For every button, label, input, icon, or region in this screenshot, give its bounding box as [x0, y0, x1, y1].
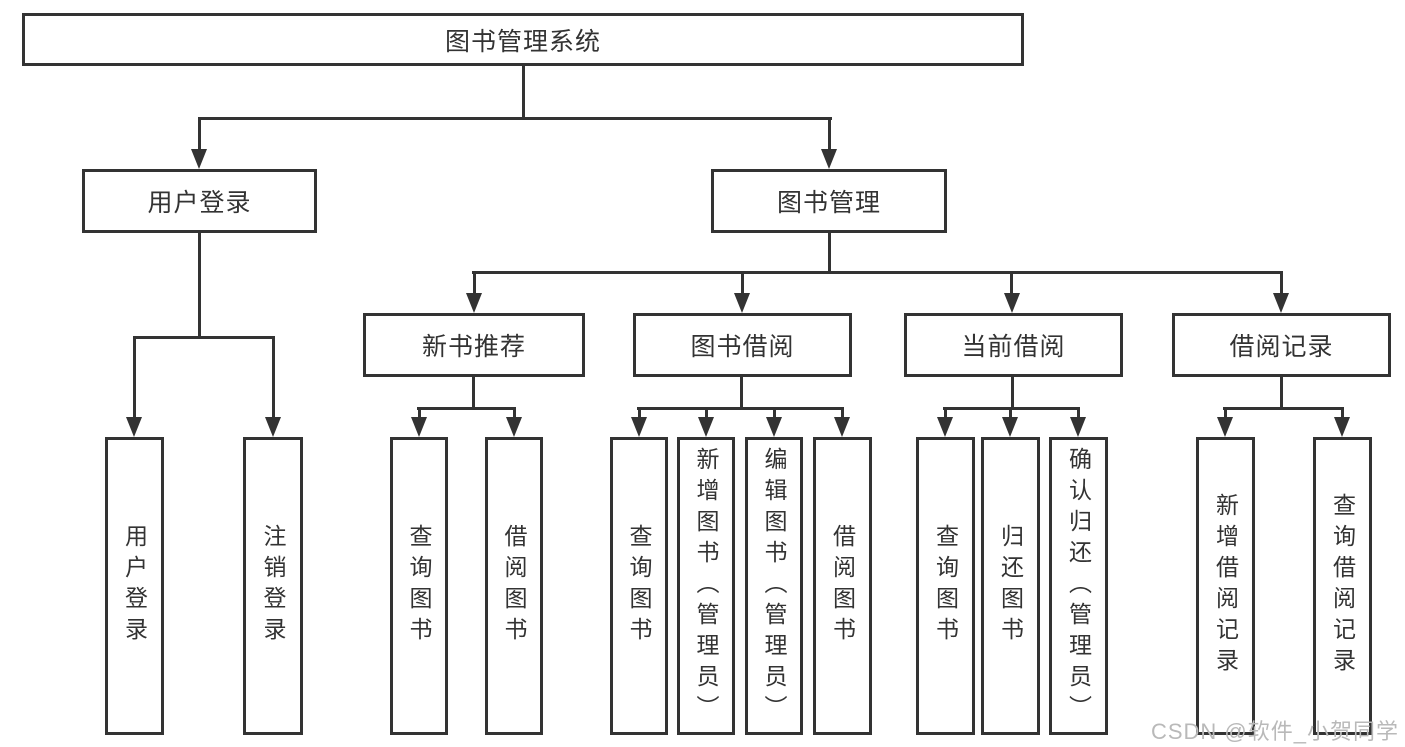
connector-split-new-book-recommend	[417, 407, 516, 410]
connector-drop-book-borrowing	[740, 377, 743, 409]
node-label: 查询图书	[626, 524, 652, 648]
node-label: 借阅图书	[829, 524, 856, 648]
node-borrow-books-recommend: 借阅图书	[485, 437, 543, 735]
connector-user-login-drop	[198, 233, 201, 338]
node-label: 图书管理	[776, 189, 881, 217]
arrow-down-icon	[1217, 417, 1233, 437]
connector-stub-leaf	[841, 407, 844, 421]
node-query-books-recommend: 查询图书	[390, 437, 448, 735]
connector-split-borrow-records	[1223, 407, 1344, 410]
node-book-borrowing: 图书借阅	[633, 313, 852, 377]
node-label: 借阅记录	[1229, 333, 1334, 361]
arrow-down-icon	[1273, 293, 1289, 313]
arrow-down-icon	[265, 417, 281, 437]
node-label: 当前借阅	[961, 333, 1066, 361]
node-edit-books-admin: 编辑图书（管理员）	[745, 437, 803, 735]
arrow-down-icon	[191, 149, 207, 169]
node-confirm-return-admin: 确认归还（管理员）	[1049, 437, 1108, 735]
arrow-down-icon	[698, 417, 714, 437]
connector-user-login-split	[133, 336, 275, 339]
node-label: 新增图书（管理员）	[693, 446, 719, 726]
node-new-book-recommend: 新书推荐	[363, 313, 585, 377]
connector-stub-user-login	[198, 117, 201, 153]
node-label: 新增借阅记录	[1212, 493, 1239, 679]
node-user-login-leaf: 用户登录	[105, 437, 164, 735]
connector-stub-user-login-leaf	[133, 336, 136, 421]
node-label: 归还图书	[997, 524, 1024, 648]
node-user-login: 用户登录	[82, 169, 317, 233]
node-label: 图书借阅	[690, 333, 795, 361]
connector-stub-leaf	[773, 407, 776, 421]
arrow-down-icon	[1002, 417, 1018, 437]
connector-split-book-borrowing	[637, 407, 844, 410]
connector-stub-leaf	[1224, 407, 1227, 421]
connector-stub-leaf	[1077, 407, 1080, 421]
node-add-borrow-record: 新增借阅记录	[1196, 437, 1255, 735]
node-borrow-books-borrowing: 借阅图书	[813, 437, 872, 735]
connector-root-drop	[522, 66, 525, 119]
arrow-down-icon	[766, 417, 782, 437]
arrow-down-icon	[126, 417, 142, 437]
connector-stub-leaf	[1341, 407, 1344, 421]
node-label: 确认归还（管理员）	[1065, 446, 1092, 726]
connector-stub-leaf	[418, 407, 421, 421]
arrow-down-icon	[937, 417, 953, 437]
arrow-down-icon	[834, 417, 850, 437]
node-label: 图书管理系统	[444, 27, 601, 56]
connector-drop-current-borrowing	[1011, 377, 1014, 409]
node-label: 编辑图书（管理员）	[761, 446, 787, 726]
node-label: 用户登录	[121, 524, 148, 648]
node-query-books-current: 查询图书	[916, 437, 975, 735]
node-query-books-borrowing: 查询图书	[610, 437, 668, 735]
connector-l3-split	[472, 271, 1283, 274]
node-return-books: 归还图书	[981, 437, 1040, 735]
node-logout-leaf: 注销登录	[243, 437, 303, 735]
node-label: 借阅图书	[501, 524, 527, 648]
connector-stub-leaf	[513, 407, 516, 421]
arrow-down-icon	[411, 417, 427, 437]
connector-stub-book-borrowing	[741, 271, 744, 296]
arrow-down-icon	[506, 417, 522, 437]
connector-stub-logout-leaf	[272, 336, 275, 421]
node-book-management: 图书管理	[711, 169, 947, 233]
connector-l1-split	[198, 117, 832, 120]
connector-stub-book-management	[828, 117, 831, 153]
node-label: 用户登录	[147, 189, 252, 217]
node-current-borrowing: 当前借阅	[904, 313, 1123, 377]
connector-stub-leaf	[638, 407, 641, 421]
node-library-management-system: 图书管理系统	[22, 13, 1024, 66]
connector-drop-new-book-recommend	[472, 377, 475, 409]
arrow-down-icon	[466, 293, 482, 313]
node-borrow-records: 借阅记录	[1172, 313, 1391, 377]
connector-stub-leaf	[944, 407, 947, 421]
node-label: 查询图书	[406, 524, 432, 648]
arrow-down-icon	[1334, 417, 1350, 437]
connector-stub-new-book-recommend	[473, 271, 476, 296]
connector-stub-leaf	[1009, 407, 1012, 421]
connector-stub-current-borrowing	[1010, 271, 1013, 296]
arrow-down-icon	[734, 293, 750, 313]
csdn-watermark: CSDN @软件_小贺同学	[1150, 719, 1399, 744]
connector-drop-borrow-records	[1280, 377, 1283, 409]
connector-stub-leaf	[705, 407, 708, 421]
node-label: 查询图书	[932, 524, 959, 648]
node-add-books-admin: 新增图书（管理员）	[677, 437, 735, 735]
arrow-down-icon	[1070, 417, 1086, 437]
node-label: 新书推荐	[421, 333, 526, 361]
connector-stub-borrow-records	[1280, 271, 1283, 296]
arrow-down-icon	[821, 149, 837, 169]
connector-book-management-drop	[828, 233, 831, 273]
node-label: 查询借阅记录	[1329, 493, 1356, 679]
arrow-down-icon	[631, 417, 647, 437]
arrow-down-icon	[1004, 293, 1020, 313]
node-label: 注销登录	[260, 524, 286, 648]
node-query-borrow-record: 查询借阅记录	[1313, 437, 1372, 735]
